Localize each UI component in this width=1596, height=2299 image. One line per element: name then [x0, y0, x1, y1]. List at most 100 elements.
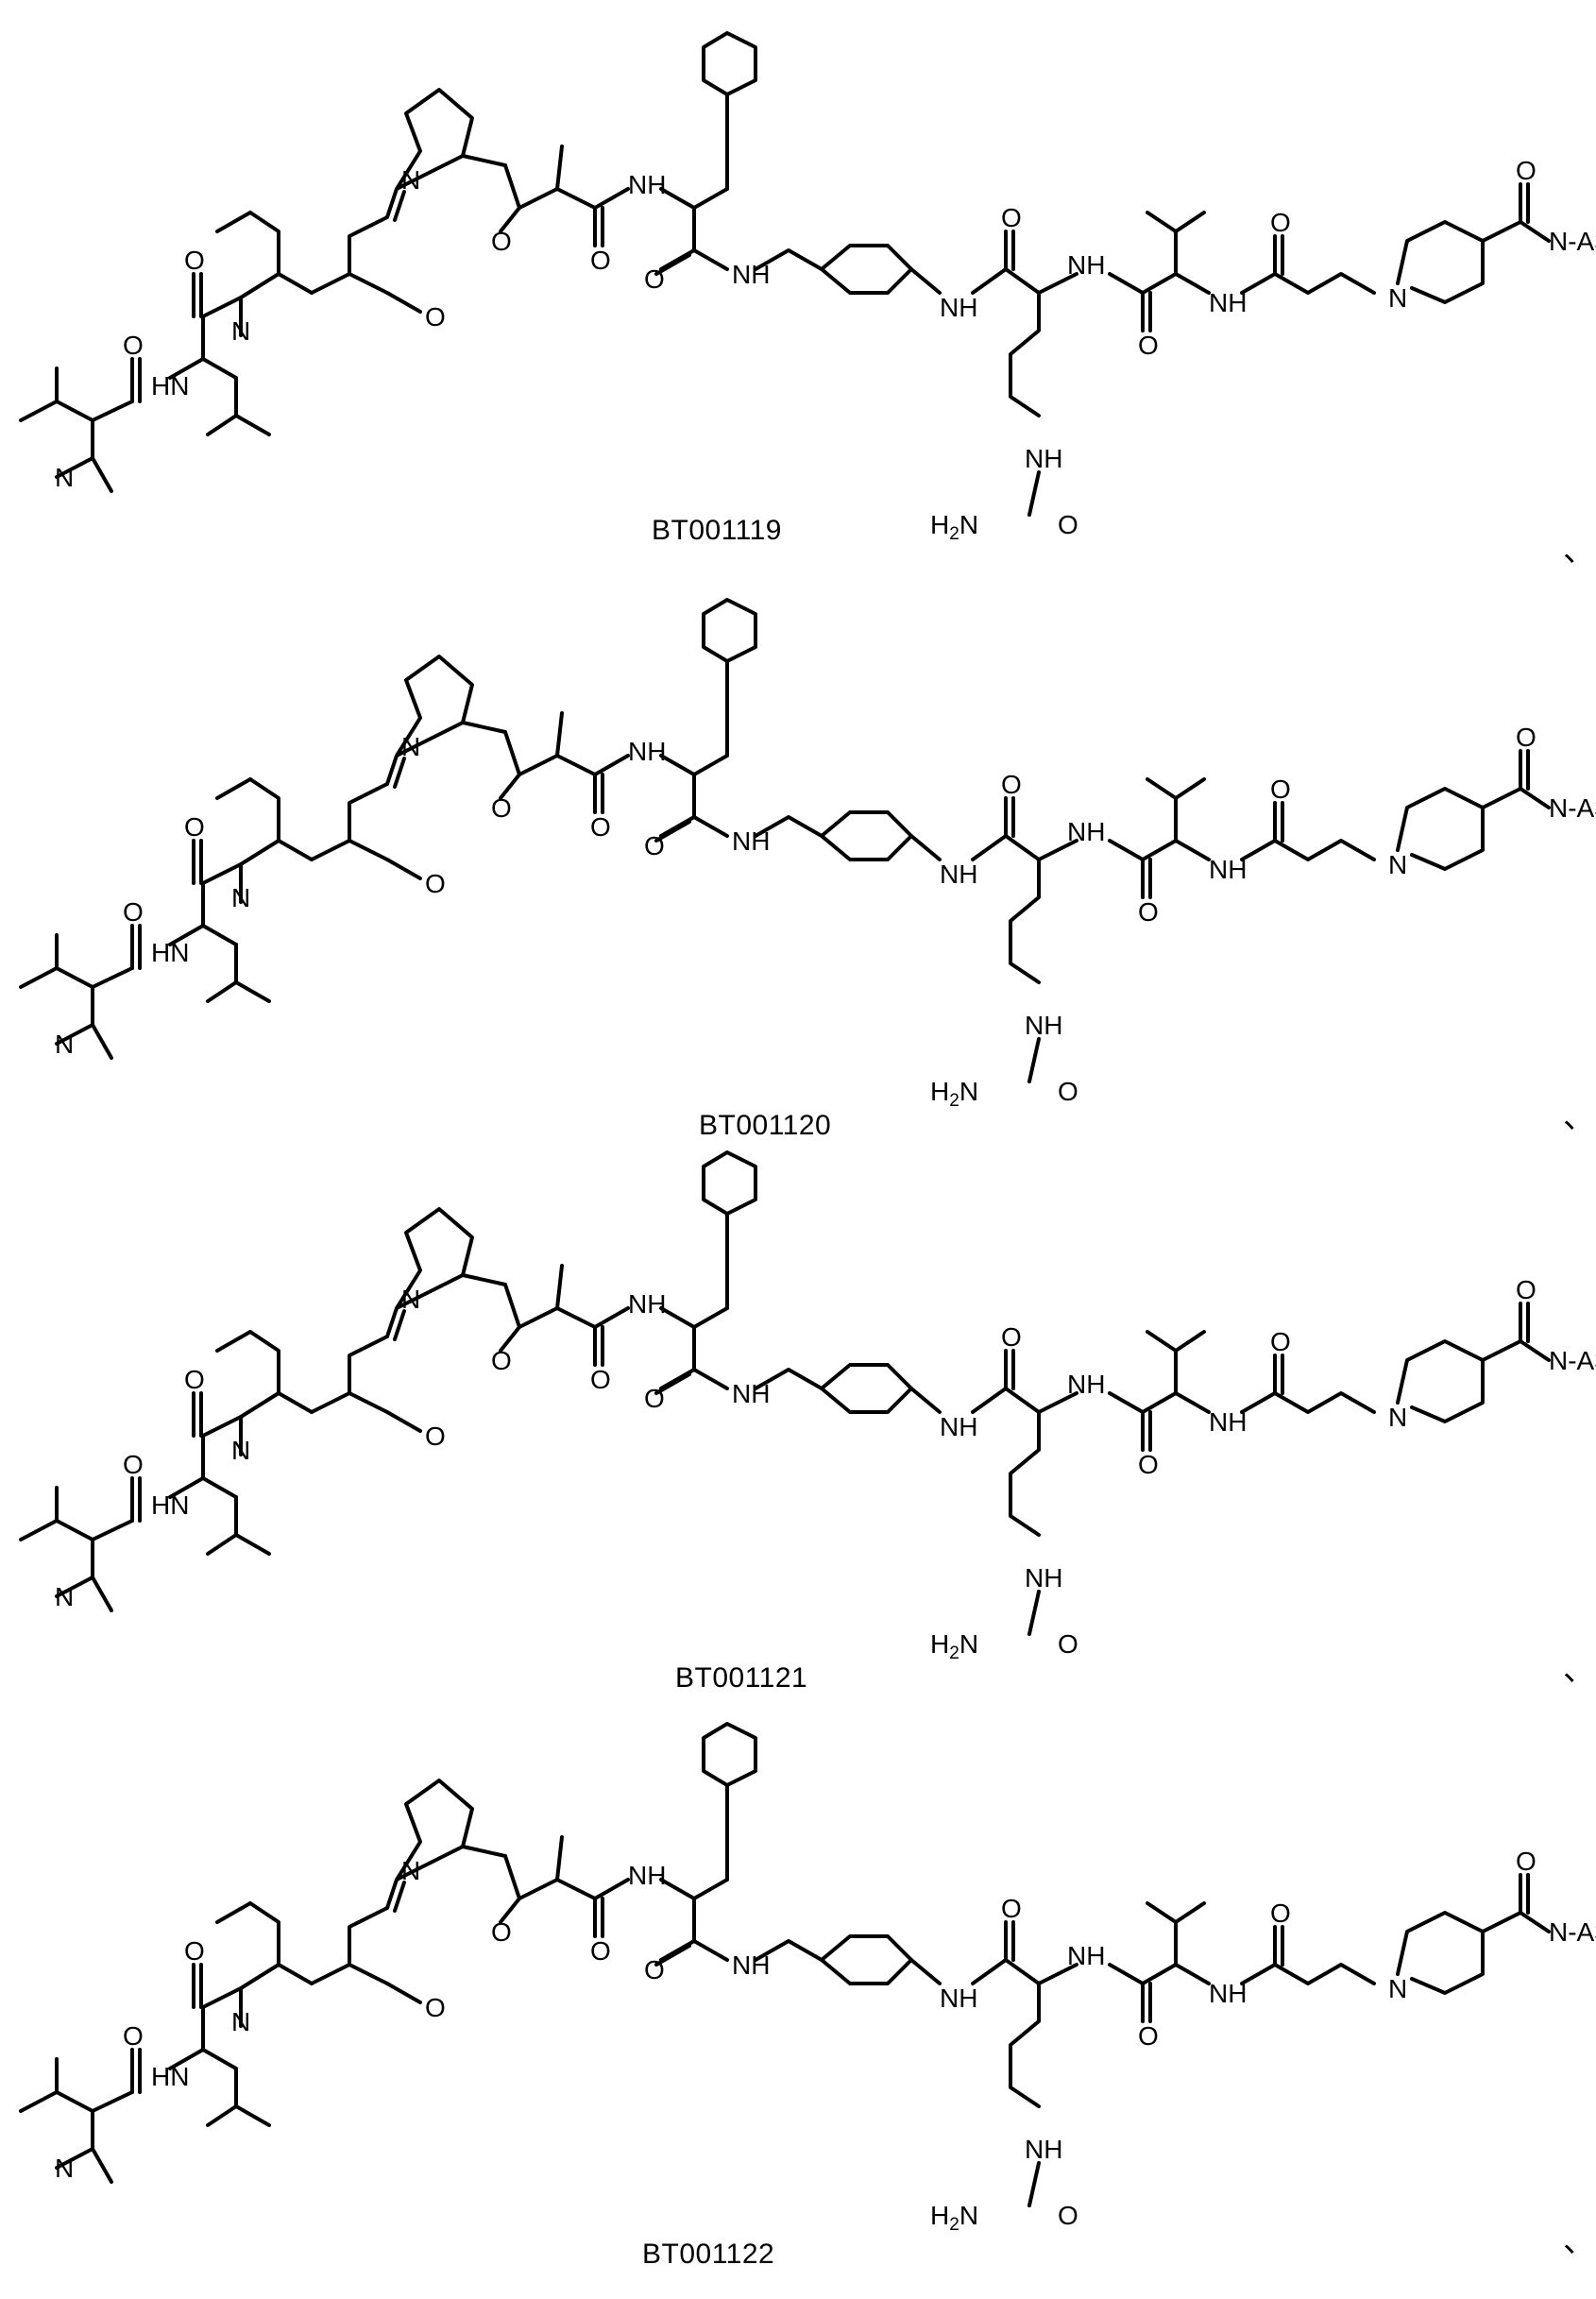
molecule-structure: N HN O O N O N O O NH O NH NH O NH O NH …: [19, 31, 1596, 544]
carbonyl-O: O: [1516, 1275, 1537, 1304]
amide-N-A3: N-A3': [1549, 1346, 1596, 1375]
carbonyl-O: O: [1516, 156, 1537, 185]
anilide-NH: NH: [940, 1412, 977, 1441]
dimethylamine-N: N: [55, 1030, 74, 1059]
carbonyl-O: O: [1516, 723, 1537, 752]
separator-mark: 、: [1563, 1099, 1595, 1135]
carbonyl-O: O: [1138, 331, 1159, 360]
urea-O: O: [1058, 1629, 1078, 1659]
molecule-structure: N HN O O N O N O O NH O NH NH O NH O NH …: [19, 1150, 1596, 1663]
carbonyl-O: O: [1001, 770, 1022, 799]
N-methyl-N: N: [231, 883, 250, 912]
piperidine-N: N: [1388, 1403, 1407, 1432]
methoxy-O: O: [491, 1917, 512, 1947]
urea-H2N: H2N: [930, 1629, 978, 1663]
carbonyl-O: O: [590, 1365, 611, 1394]
dimethylamine-N: N: [55, 1582, 74, 1611]
carbonyl-O: O: [1138, 897, 1159, 927]
urea-H2N: H2N: [930, 510, 978, 544]
amide-N-A3: N-A3': [1549, 227, 1596, 256]
separator-mark: 、: [1563, 2223, 1595, 2259]
compound-id: BT001119: [652, 515, 782, 546]
carbonyl-O: O: [1001, 1894, 1022, 1923]
compound-id: BT001122: [642, 2239, 775, 2270]
compound-id: BT001121: [675, 1662, 808, 1694]
carbonyl-O: O: [184, 1365, 205, 1394]
carbonyl-O: O: [1270, 208, 1291, 237]
proline-N: N: [401, 732, 420, 761]
compound-panel-BT001120: N HN O O N O N O O NH O NH NH O NH O NH …: [0, 567, 1596, 1141]
molecule-structure: N HN O O N O N O O NH O NH NH O NH O NH …: [19, 598, 1596, 1111]
compound-panel-BT001122: N HN O O N O N O O NH O NH NH O NH O NH …: [0, 1691, 1596, 2270]
amide-NH: NH: [1209, 288, 1247, 317]
methoxy-O: O: [491, 1346, 512, 1375]
carbonyl-O: O: [123, 1450, 144, 1479]
carbonyl-O: O: [1270, 775, 1291, 804]
N-methyl-N: N: [231, 316, 250, 346]
amide-NH: NH: [628, 737, 666, 766]
compound-panel-BT001119: N HN O O N O N O O NH O NH NH O NH O NH …: [0, 0, 1596, 569]
amide-NH: NH: [1067, 250, 1105, 280]
proline-N: N: [401, 1285, 420, 1314]
amide-HN: HN: [151, 938, 189, 967]
urea-NH: NH: [1025, 2135, 1062, 2164]
carbonyl-O: O: [1138, 1450, 1159, 1479]
methoxy-O: O: [425, 869, 446, 898]
carbonyl-O: O: [1516, 1847, 1537, 1876]
amide-N-A3: N-A3': [1549, 1917, 1596, 1947]
carbonyl-O: O: [1001, 1322, 1022, 1352]
methoxy-O: O: [425, 1422, 446, 1451]
amide-NH: NH: [732, 1379, 770, 1408]
urea-O: O: [1058, 2201, 1078, 2230]
amide-N-A3: N-A3': [1549, 793, 1596, 823]
carbonyl-O: O: [644, 264, 665, 294]
compound-id: BT001120: [699, 1110, 832, 1141]
amide-NH: NH: [1067, 817, 1105, 846]
anilide-NH: NH: [940, 1984, 977, 2013]
amide-NH: NH: [628, 1861, 666, 1890]
carbonyl-O: O: [1001, 203, 1022, 232]
carbonyl-O: O: [184, 1936, 205, 1966]
urea-NH: NH: [1025, 444, 1062, 473]
anilide-NH: NH: [940, 860, 977, 889]
urea-O: O: [1058, 510, 1078, 539]
dimethylamine-N: N: [55, 463, 74, 492]
separator-mark: 、: [1563, 533, 1595, 569]
amide-HN: HN: [151, 371, 189, 400]
methoxy-O: O: [425, 302, 446, 332]
urea-H2N: H2N: [930, 2201, 978, 2235]
amide-NH: NH: [1209, 1407, 1247, 1437]
amide-HN: HN: [151, 1490, 189, 1520]
amide-NH: NH: [1209, 855, 1247, 884]
carbonyl-O: O: [123, 331, 144, 360]
carbonyl-O: O: [590, 246, 611, 275]
amide-NH: NH: [628, 1289, 666, 1319]
amide-NH: NH: [732, 260, 770, 289]
N-methyl-N: N: [231, 1436, 250, 1465]
methoxy-O: O: [491, 227, 512, 256]
carbonyl-O: O: [184, 246, 205, 275]
carbonyl-O: O: [590, 1936, 611, 1966]
urea-H2N: H2N: [930, 1077, 978, 1111]
carbonyl-O: O: [644, 1384, 665, 1413]
piperidine-N: N: [1388, 283, 1407, 313]
proline-N: N: [401, 1856, 420, 1885]
proline-N: N: [401, 165, 420, 195]
carbonyl-O: O: [184, 812, 205, 842]
piperidine-N: N: [1388, 850, 1407, 879]
amide-NH: NH: [1067, 1370, 1105, 1399]
carbonyl-O: O: [644, 1955, 665, 1984]
urea-NH: NH: [1025, 1011, 1062, 1040]
carbonyl-O: O: [644, 831, 665, 860]
piperidine-N: N: [1388, 1974, 1407, 2003]
anilide-NH: NH: [940, 293, 977, 322]
amide-NH: NH: [732, 826, 770, 856]
urea-NH: NH: [1025, 1563, 1062, 1592]
carbonyl-O: O: [590, 812, 611, 842]
carbonyl-O: O: [1270, 1899, 1291, 1928]
amide-NH: NH: [1067, 1941, 1105, 1970]
methoxy-O: O: [491, 793, 512, 823]
compound-panel-BT001121: N HN O O N O N O O NH O NH NH O NH O NH …: [0, 1119, 1596, 1694]
carbonyl-O: O: [1270, 1327, 1291, 1356]
dimethylamine-N: N: [55, 2154, 74, 2183]
